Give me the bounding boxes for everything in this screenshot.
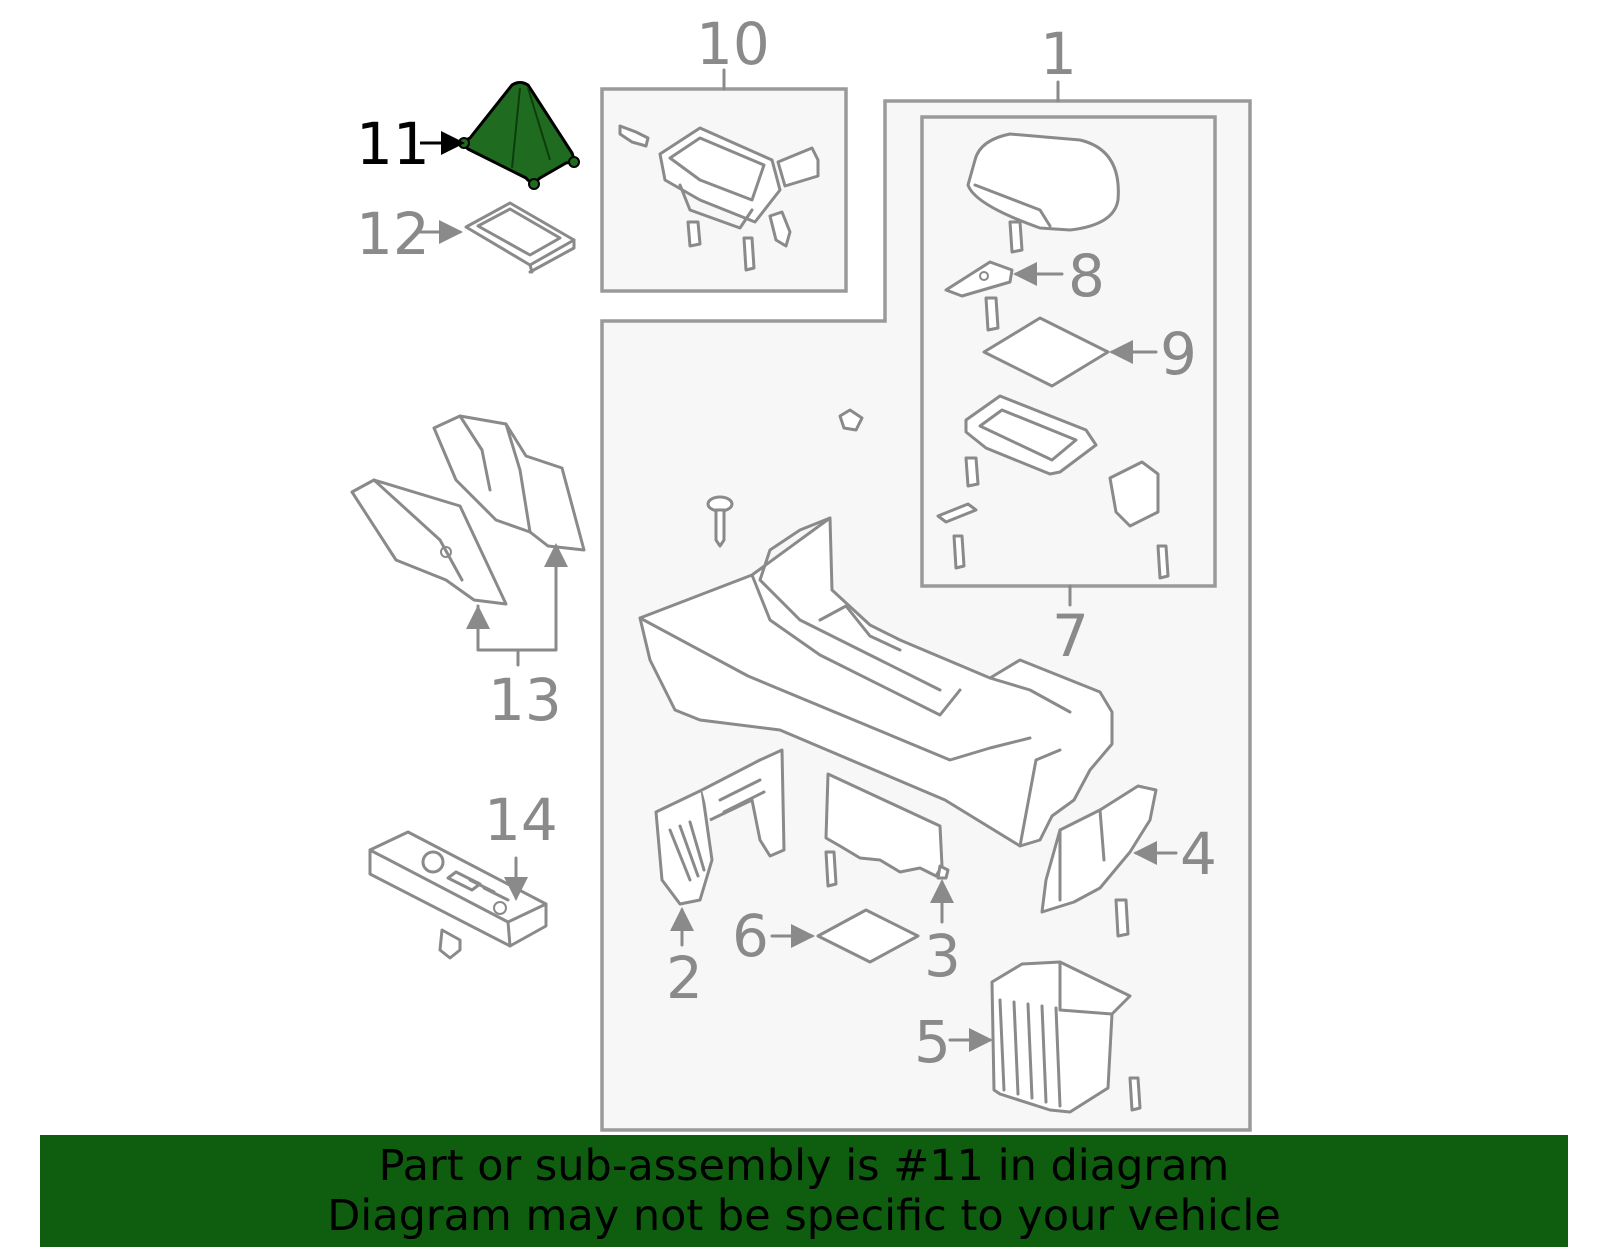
part-1-console-body[interactable] [638, 516, 1114, 848]
part-12-trim-frame[interactable] [464, 201, 576, 274]
part-3-panel[interactable] [824, 772, 950, 888]
callout-7: 7 [1052, 602, 1089, 670]
part-5-bin[interactable] [990, 960, 1142, 1114]
part-10-bezel[interactable] [618, 124, 820, 272]
callout-3: 3 [924, 922, 961, 990]
part-13-side-trims[interactable] [350, 414, 586, 606]
callout-14: 14 [484, 786, 558, 854]
callout-10: 10 [696, 10, 770, 78]
callout-5: 5 [914, 1008, 951, 1076]
part-11-shift-boot[interactable] [458, 81, 580, 190]
part-2-bracket[interactable] [654, 748, 786, 906]
part-6-pad[interactable] [816, 908, 920, 964]
callout-11: 11 [356, 110, 430, 178]
callout-12: 12 [356, 200, 430, 268]
callout-4: 4 [1180, 820, 1217, 888]
banner-line-1: Part or sub-assembly is #11 in diagram [378, 1141, 1230, 1191]
part-8-bracket[interactable] [944, 260, 1014, 332]
assembly-10-frame [600, 87, 848, 293]
clip [838, 408, 864, 432]
info-banner: Part or sub-assembly is #11 in diagram D… [40, 1135, 1568, 1247]
screw [706, 495, 734, 548]
banner-line-2: Diagram may not be specific to your vehi… [327, 1191, 1281, 1241]
part-9-pad[interactable] [982, 316, 1110, 388]
callout-6: 6 [732, 902, 769, 970]
callout-9: 9 [1160, 320, 1197, 388]
part-4-side-cover[interactable] [1040, 784, 1158, 938]
part-7-armrest[interactable] [966, 132, 1120, 254]
callout-1: 1 [1040, 20, 1077, 88]
callout-2: 2 [666, 944, 703, 1012]
storage-tray [936, 394, 1170, 580]
part-14-switch[interactable] [368, 830, 548, 960]
callout-13: 13 [488, 666, 562, 734]
callout-8: 8 [1068, 242, 1105, 310]
